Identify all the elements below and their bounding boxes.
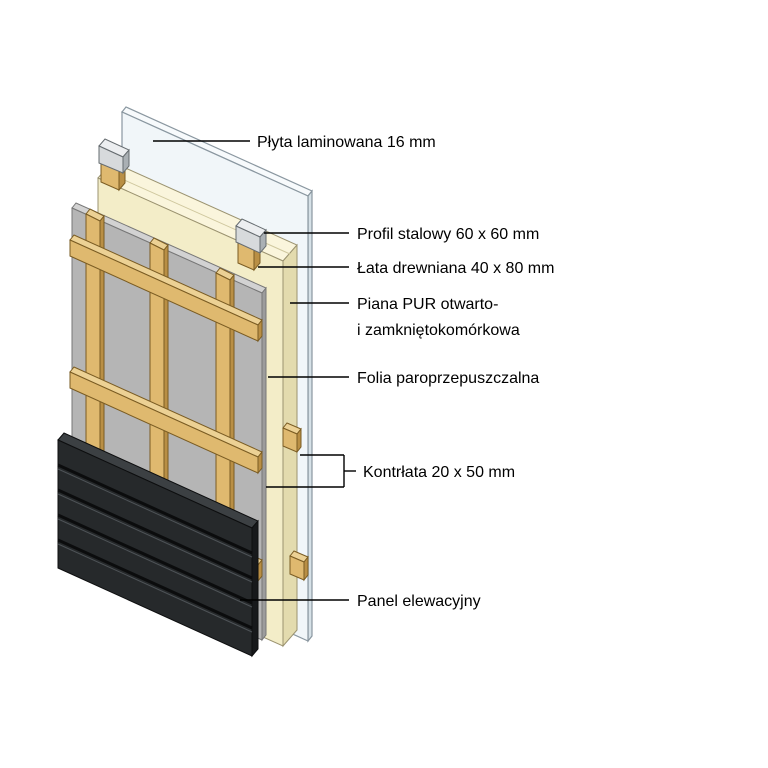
facade-panel-groove [57,513,253,605]
counter-batten-block-front [282,427,298,453]
facade-panel-groove-highlight [57,493,253,583]
steel-profile-left-front [98,145,124,174]
label-laminated-board: Płyta laminowana 16 mm [257,134,436,151]
facade-panel-groove-highlight [57,543,253,633]
counter-batten-block-side [296,427,302,454]
steel-profile-right-front [235,225,261,254]
facade-panel-front-face [57,439,253,657]
facade-panel-groove [57,463,253,555]
membrane-right-edge [261,286,267,642]
horizontal-batten-front [69,371,259,474]
leader-lines [153,140,356,601]
facade-panel-groove-highlight [57,468,253,558]
label-counter-batten: Kontrłata 20 x 50 mm [363,464,515,481]
counter-batten-block-front [289,555,305,581]
label-steel-profile: Profil stalowy 60 x 60 mm [357,226,539,243]
right-batten-assembly [235,218,267,272]
label-facade-panel: Panel elewacyjny [357,593,481,610]
horizontal-batten-front [69,239,259,342]
label-wooden-batten: Łata drewniana 40 x 80 mm [357,260,554,277]
label-membrane: Folia paroprzepuszczalna [357,370,539,387]
facade-panel-groove [57,538,253,630]
label-pur-foam-line2: i zamkniętokomórkowa [357,322,520,339]
label-pur-foam-line1: Piana PUR otwarto- [357,296,498,313]
counter-batten-block-side [303,555,309,582]
facade-panel-groove [57,488,253,580]
left-batten-assembly [98,138,130,192]
labels: Płyta laminowana 16 mm Profil stalowy 60… [257,134,554,610]
counter-batten-end-blocks [282,422,309,582]
facade-panel [57,432,259,658]
facade-panel-groove-highlight [57,518,253,608]
facade-panel-right-face [251,519,259,658]
